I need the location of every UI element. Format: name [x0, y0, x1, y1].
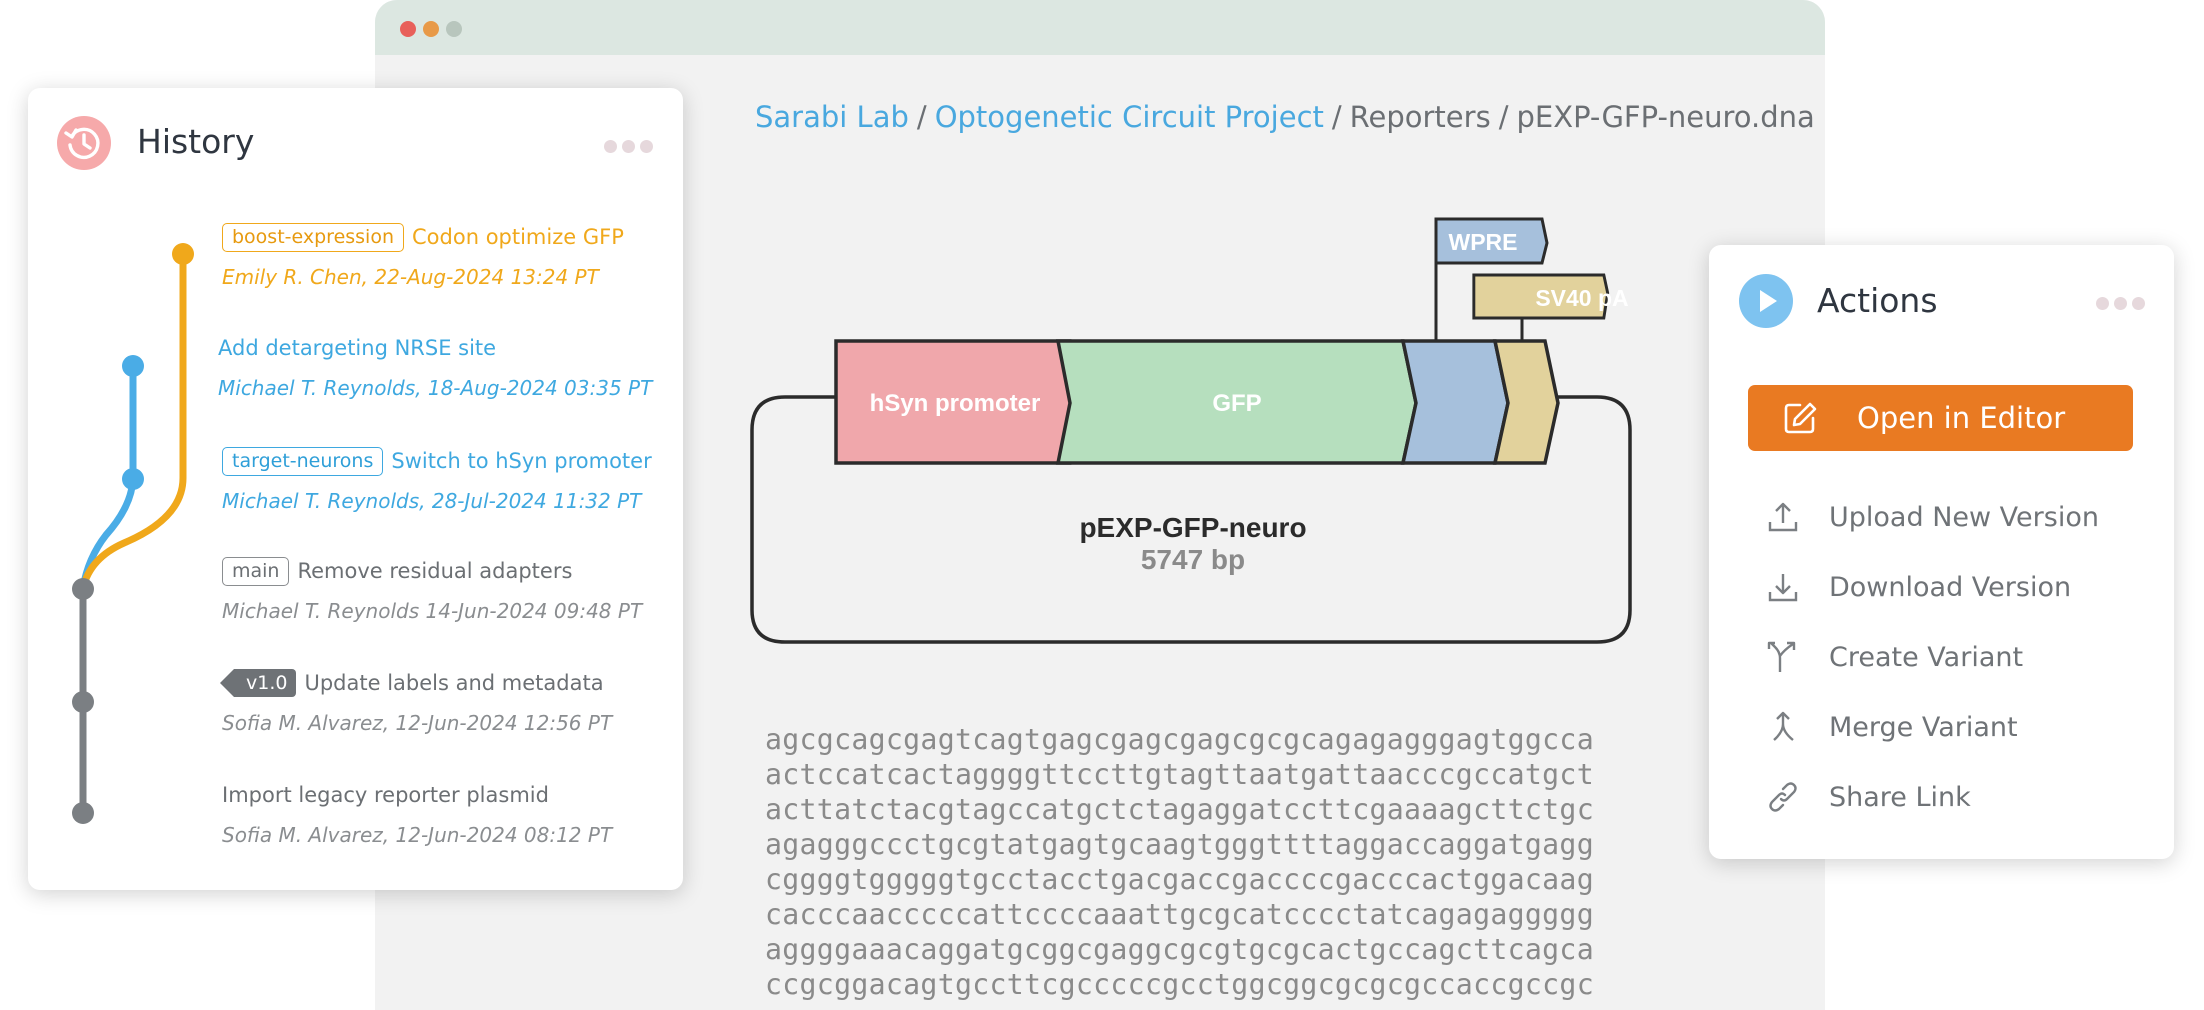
branch-tag[interactable]: boost-expression	[222, 222, 405, 252]
commit-message: Codon optimize GFP	[412, 225, 624, 249]
commit-item[interactable]: Add detargeting NRSE site Michael T. Rey…	[218, 332, 652, 400]
branch-orange-line	[79, 256, 187, 589]
actions-title: Actions	[1817, 281, 1938, 320]
commit-message: Update labels and metadata	[304, 671, 604, 695]
history-title: History	[137, 122, 255, 161]
merge-variant-label: Merge Variant	[1829, 711, 2018, 743]
feature-sv40-pa	[1492, 339, 1560, 465]
upload-new-version-button[interactable]: Upload New Version	[1766, 492, 2146, 542]
commit-message: Switch to hSyn promoter	[391, 449, 652, 473]
version-tag[interactable]: v1.0	[219, 669, 297, 697]
maximize-window-button[interactable]	[446, 21, 462, 37]
breadcrumb-project[interactable]: Optogenetic Circuit Project	[934, 100, 1324, 134]
download-version-button[interactable]: Download Version	[1766, 562, 2146, 612]
commit-message: Remove residual adapters	[297, 559, 573, 583]
open-in-editor-button[interactable]: Open in Editor	[1748, 385, 2133, 451]
commit-graph	[72, 243, 194, 824]
sequence-line: agcgcagcgagtcagtgagcgagcgagcgcgcagagaggg…	[765, 723, 1594, 756]
commit-node	[72, 578, 94, 600]
merge-variant-button[interactable]: Merge Variant	[1766, 702, 2146, 752]
commit-item[interactable]: Import legacy reporter plasmid Sofia M. …	[222, 779, 612, 847]
minimize-window-button[interactable]	[423, 21, 439, 37]
commit-meta: Emily R. Chen, 22-Aug-2024 13:24 PT	[222, 265, 599, 289]
breadcrumb-separator: /	[1498, 100, 1509, 134]
breadcrumb-file: pEXP-GFP-neuro.dna	[1516, 100, 1815, 134]
sequence-line: aggggaaacaggatgcggcgaggcgcgtgcgcactgccag…	[765, 933, 1594, 966]
plasmid-length: 5747 bp	[1141, 544, 1245, 575]
play-icon	[1739, 274, 1793, 328]
commit-meta: Michael T. Reynolds, 18-Aug-2024 03:35 P…	[218, 376, 653, 400]
commit-meta: Michael T. Reynolds 14-Jun-2024 09:48 PT	[222, 599, 643, 623]
commit-item[interactable]: v1.0 Update labels and metadata Sofia M.…	[219, 667, 613, 735]
commit-node	[172, 243, 194, 265]
branch-tag[interactable]: target-neurons	[222, 446, 384, 476]
branch-tag[interactable]: main	[222, 556, 290, 586]
breadcrumb-separator: /	[1331, 100, 1342, 134]
commit-meta: Michael T. Reynolds, 28-Jul-2024 11:32 P…	[222, 489, 642, 513]
commit-message: Add detargeting NRSE site	[218, 336, 497, 360]
upload-new-version-label: Upload New Version	[1829, 501, 2099, 533]
sv40-flag-label: SV40 pA	[1535, 285, 1628, 311]
dna-sequence: agcgcagcgagtcagtgagcgagcgagcgcgcagagaggg…	[765, 722, 1594, 1002]
history-panel: History boost-expression Codon optimize …	[28, 88, 683, 890]
breadcrumb-separator: /	[916, 100, 927, 134]
commit-meta: Sofia M. Alvarez, 12-Jun-2024 08:12 PT	[222, 823, 613, 847]
plasmid-backbone	[750, 395, 1632, 644]
history-clock-icon	[57, 116, 111, 170]
feature-hsyn-label: hSyn promoter	[870, 390, 1041, 417]
commit-node	[122, 355, 144, 377]
actions-more-menu-icon[interactable]	[2096, 297, 2145, 310]
wpre-flag-label: WPRE	[1449, 229, 1518, 255]
edit-icon	[1784, 402, 1817, 434]
share-link-button[interactable]: Share Link	[1766, 772, 2146, 822]
commit-node	[122, 468, 144, 490]
plasmid-map: WPRE SV40 pA hSyn promoter GFP pEXP-GFP-…	[750, 217, 1632, 644]
download-version-label: Download Version	[1829, 571, 2072, 603]
plasmid-name: pEXP-GFP-neuro	[1079, 512, 1306, 543]
open-in-editor-label: Open in Editor	[1857, 401, 2066, 435]
feature-gfp-label: GFP	[1212, 390, 1261, 417]
create-variant-label: Create Variant	[1829, 641, 2024, 673]
breadcrumb-folder: Reporters	[1349, 100, 1491, 134]
window-titlebar	[375, 0, 1825, 55]
commit-node	[72, 691, 94, 713]
share-link-label: Share Link	[1829, 781, 1971, 813]
sequence-line: ccgcggacagtgccttcgcccccgcctggcggcgcgcgcc…	[765, 968, 1594, 1001]
sequence-line: agagggccctgcgtatgagtgcaagtgggttttaggacca…	[765, 828, 1594, 861]
sequence-line: cggggtgggggtgcctacctgacgaccgaccccgacccac…	[765, 863, 1594, 896]
commit-message: Import legacy reporter plasmid	[222, 783, 549, 807]
sequence-line: cacccaacccccattccccaaattgcgcatcccctatcag…	[765, 898, 1594, 931]
close-window-button[interactable]	[400, 21, 416, 37]
download-icon	[1768, 574, 1798, 602]
feature-wpre	[1400, 339, 1510, 465]
commit-item[interactable]: boost-expression Codon optimize GFP Emil…	[222, 221, 624, 289]
breadcrumb: Sarabi Lab/Optogenetic Circuit Project/R…	[755, 100, 1815, 134]
actions-panel: Actions Open in Editor Upload New Versio…	[1709, 245, 2174, 859]
commit-item[interactable]: target-neurons Switch to hSyn promoter M…	[222, 445, 652, 513]
link-icon	[1769, 782, 1797, 812]
history-more-menu-icon[interactable]	[604, 140, 653, 153]
wpre-flag	[1434, 217, 1549, 265]
branch-split-icon	[1767, 641, 1796, 672]
breadcrumb-lab[interactable]: Sarabi Lab	[755, 100, 909, 134]
merge-icon	[1773, 711, 1794, 741]
create-variant-button[interactable]: Create Variant	[1766, 632, 2146, 682]
commit-item[interactable]: main Remove residual adapters Michael T.…	[222, 555, 642, 623]
commit-node	[72, 802, 94, 824]
sequence-line: actccatcactaggggttccttgtagttaatgattaaccc…	[765, 758, 1594, 791]
sv40-flag	[1472, 273, 1610, 320]
sequence-line: acttatctacgtagccatgctctagaggatccttcgaaaa…	[765, 793, 1594, 826]
upload-icon	[1768, 502, 1798, 532]
commit-meta: Sofia M. Alvarez, 12-Jun-2024 12:56 PT	[222, 711, 613, 735]
